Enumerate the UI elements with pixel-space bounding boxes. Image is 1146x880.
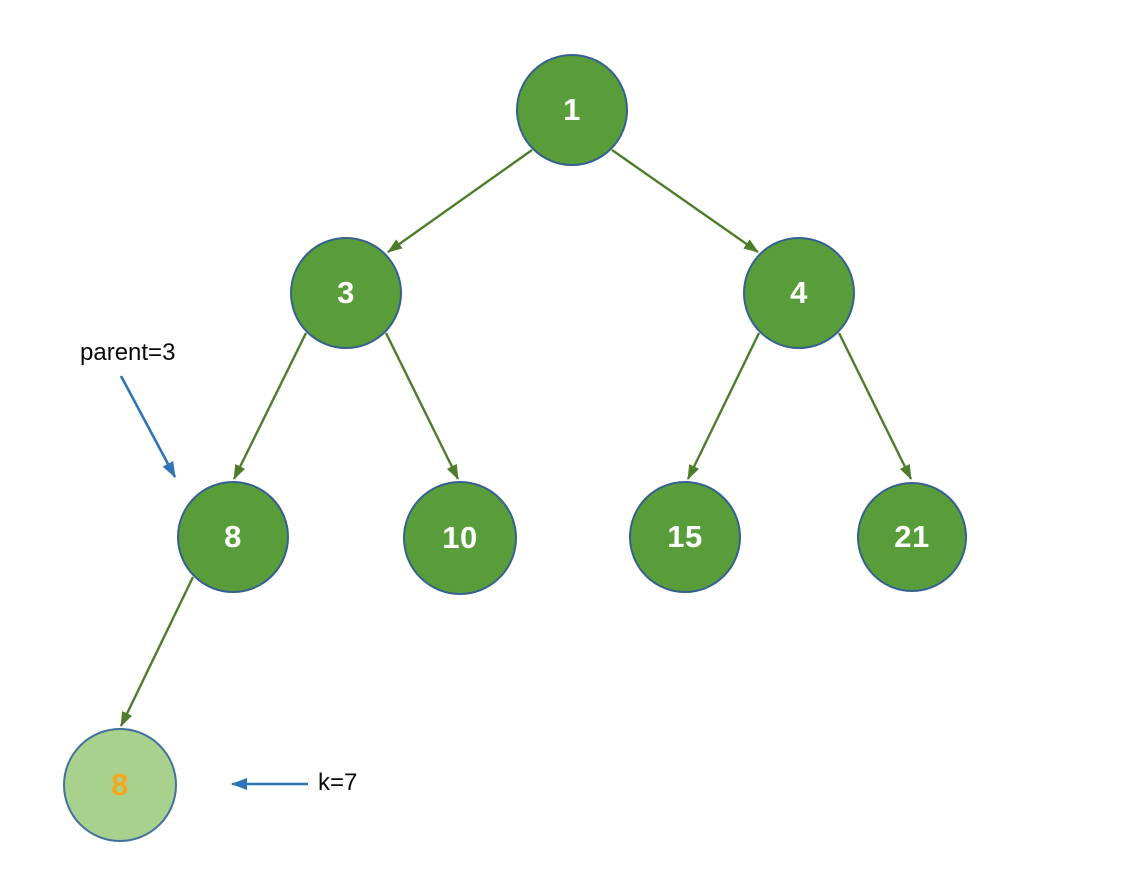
- annotation-parent-label: parent=3: [80, 339, 176, 366]
- tree-edge-n1-n3: [387, 149, 533, 253]
- tree-node-label: 8: [111, 767, 129, 802]
- tree-node-label: 1: [563, 92, 581, 127]
- tree-edge-n1-n4: [611, 149, 759, 253]
- tree-node-n10: 10: [403, 481, 517, 595]
- tree-node-label: 4: [790, 275, 808, 310]
- annotation-k-label: k=7: [318, 769, 358, 796]
- tree-node-n8: 8: [177, 481, 289, 593]
- tree-node-label: 21: [894, 519, 930, 554]
- tree-edge-n4-n15: [686, 332, 761, 480]
- tree-node-label: 3: [337, 275, 355, 310]
- annotation-arrow-parent: [119, 375, 177, 478]
- tree-edge-n8-n8new: [119, 576, 195, 727]
- tree-edge-n4-n21: [837, 332, 913, 480]
- tree-node-n8new: 8: [63, 728, 177, 842]
- tree-edge-n3-n10: [384, 332, 460, 480]
- tree-node-n15: 15: [629, 481, 741, 593]
- tree-node-label: 8: [224, 519, 242, 554]
- tree-node-label: 15: [667, 519, 703, 554]
- tree-node-label: 10: [442, 520, 478, 555]
- tree-node-n3: 3: [290, 237, 402, 349]
- tree-node-n4: 4: [743, 237, 855, 349]
- tree-node-n1: 1: [516, 54, 628, 166]
- tree-edge-n3-n8: [232, 332, 308, 480]
- tree-node-n21: 21: [857, 482, 967, 592]
